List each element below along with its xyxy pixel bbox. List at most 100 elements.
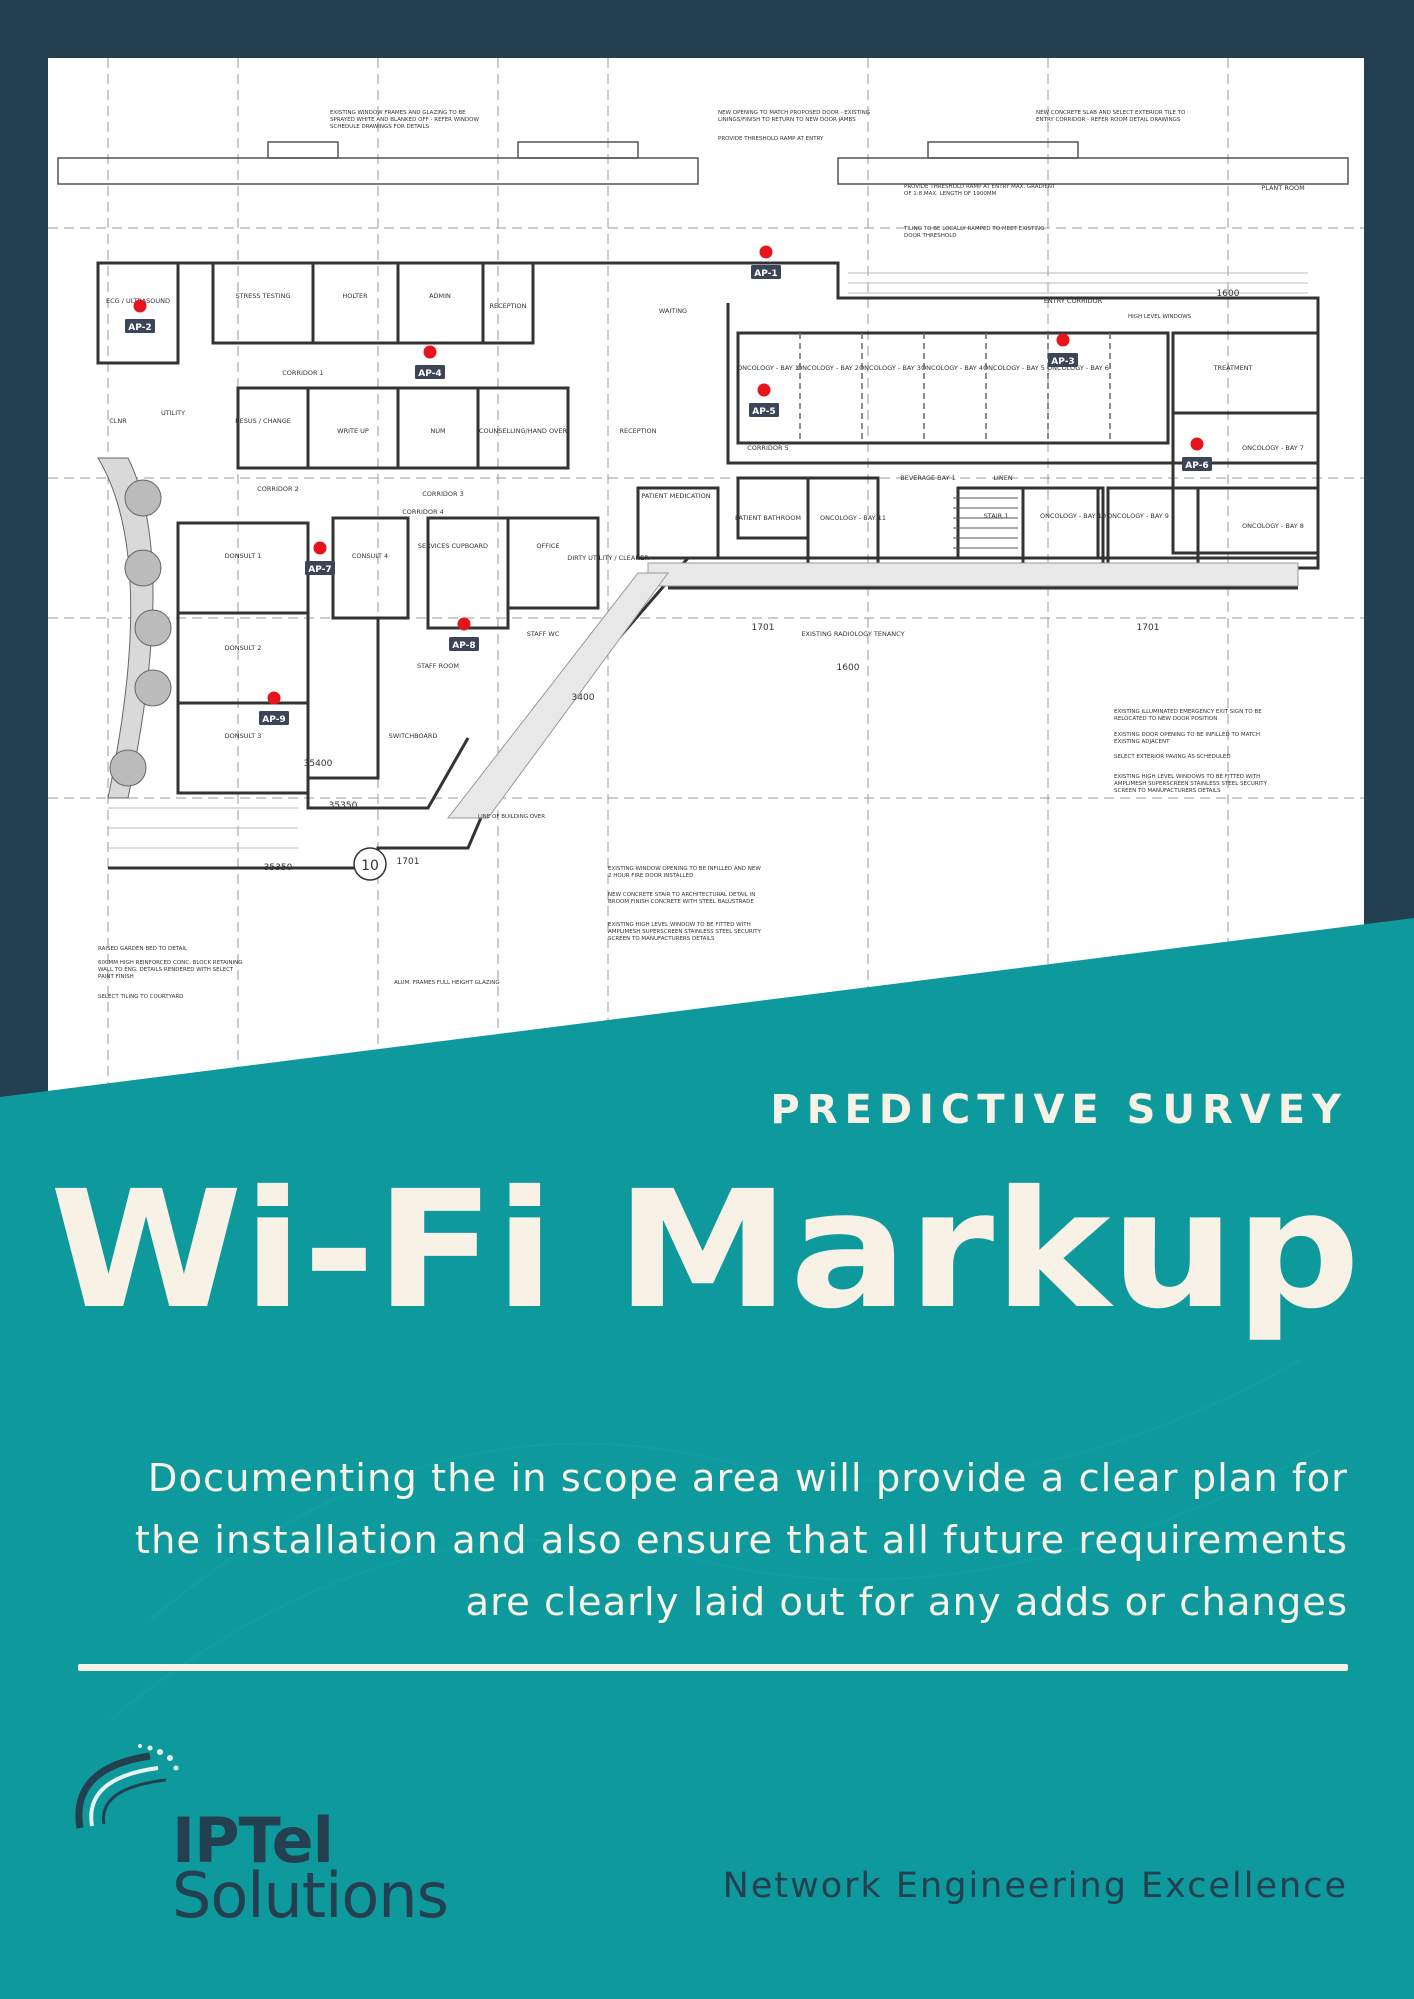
description-line: Documenting the in scope area will provi… <box>147 1456 1348 1501</box>
dimension-label: 1701 <box>752 623 775 633</box>
plan-note: NEW CONCRETE STAIR TO ARCHITECTURAL DETA… <box>608 892 755 905</box>
plan-note: EXISTING HIGH LEVEL WINDOWS TO BE FITTED… <box>1114 774 1268 794</box>
room-label: ONCOLOGY - BAY 4 <box>921 364 983 372</box>
plan-note: EXISTING HIGH LEVEL WINDOW TO BE FITTED … <box>608 922 762 942</box>
room-label: CLNR <box>109 417 127 425</box>
room-label: ENTRY CORRIDOR <box>1044 297 1103 305</box>
plan-note: HIGH LEVEL WINDOWS <box>1128 314 1192 320</box>
room-label: WAITING <box>659 307 687 315</box>
room-label: ONCOLOGY - BAY 2 <box>797 364 859 372</box>
ap-dot <box>133 299 147 313</box>
ap-dot <box>313 541 327 555</box>
ap-dot <box>757 383 771 397</box>
plan-note: EXISTING WINDOW FRAMES AND GLAZING TO BE… <box>330 110 479 130</box>
room-label: ONCOLOGY - BAY 9 <box>1107 512 1169 520</box>
room-label: STAFF WC <box>527 630 560 638</box>
grid-number: 10 <box>361 858 379 874</box>
plan-entry-tiling <box>108 272 1308 849</box>
ap-tag <box>1182 457 1212 471</box>
room-label: BEVERAGE BAY 1 <box>900 474 956 482</box>
room-label: DIRTY UTILITY / CLEANER <box>567 554 649 562</box>
room-label: LINEN <box>993 474 1013 482</box>
plan-note: PROVIDE THRESHOLD RAMP AT ENTRY MAX. GRA… <box>904 184 1056 197</box>
description-paragraph: Documenting the in scope area will provi… <box>50 1448 1348 1634</box>
room-label: ONCOLOGY - BAY 5 <box>983 364 1045 372</box>
room-label: UTILITY <box>161 409 185 417</box>
dimension-label: 35350 <box>264 863 293 873</box>
access-point-marker: AP-6 <box>1182 437 1212 471</box>
room-label: RESUS / CHANGE <box>235 417 291 425</box>
ap-label: AP-5 <box>752 407 775 417</box>
plan-oncology-dividers <box>799 333 1111 443</box>
ap-dot <box>423 345 437 359</box>
dimension-label: 35350 <box>329 801 358 811</box>
plan-note: SELECT TILING TO COURTYARD <box>98 994 183 1000</box>
room-label: SWITCHBOARD <box>389 732 438 740</box>
ap-dot <box>759 245 773 259</box>
room-label: ONCOLOGY - BAY 6 <box>1047 364 1109 372</box>
dimension-label: 1600 <box>1217 289 1240 299</box>
access-point-marker: AP-7 <box>305 541 335 575</box>
ap-tag <box>751 265 781 279</box>
ap-label: AP-7 <box>308 565 331 575</box>
plan-top-windows <box>57 141 1349 185</box>
ap-tag <box>415 365 445 379</box>
room-label: ADMIN <box>429 292 451 300</box>
plan-note: NEW CONCRETE SLAB AND SELECT EXTERIOR TI… <box>1036 110 1186 123</box>
dimension-label: 1600 <box>837 663 860 673</box>
ap-dot <box>267 691 281 705</box>
room-label: NUM <box>430 427 445 435</box>
room-label: ONCOLOGY - BAY 3 <box>859 364 921 372</box>
ap-tag <box>259 711 289 725</box>
room-label: STAFF ROOM <box>417 662 459 670</box>
plan-note: EXISTING WINDOW OPENING TO BE INFILLED A… <box>608 866 761 879</box>
divider-rule <box>78 1664 1348 1671</box>
plan-note: RAISED GARDEN BED TO DETAIL <box>98 946 188 952</box>
room-label: CORRIDOR 5 <box>747 444 788 452</box>
plan-note: EXISTING ILLUMINATED EMERGENCY EXIT SIGN… <box>1114 709 1262 722</box>
room-label: EXISTING RADIOLOGY TENANCY <box>801 630 904 638</box>
room-label: SERVICES CUPBOARD <box>418 542 488 550</box>
plan-note: SELECT EXTERIOR PAVING AS SCHEDULED <box>1114 754 1231 760</box>
room-label: PATIENT MEDICATION <box>641 492 710 500</box>
room-label: CORRIDOR 1 <box>282 369 323 377</box>
logo-swoosh-icon <box>75 1744 179 1829</box>
plan-note: LINE OF BUILDING OVER <box>478 814 545 820</box>
room-label: DONSULT 1 <box>225 552 262 560</box>
room-label: CORRIDOR 4 <box>402 508 443 516</box>
description-line: are clearly laid out for any adds or cha… <box>465 1580 1348 1625</box>
dimension-label: 1701 <box>397 857 420 867</box>
plan-walls <box>96 261 1320 870</box>
plan-grid-lines <box>48 58 1364 1128</box>
room-label: HOLTER <box>342 292 368 300</box>
room-label: ONCOLOGY - BAY 10 <box>1040 512 1106 520</box>
eyebrow-heading: PREDICTIVE SURVEY <box>770 1087 1348 1133</box>
room-label: PLANT ROOM <box>1261 184 1304 192</box>
ap-label: AP-8 <box>452 641 475 651</box>
room-label: CORRIDOR 2 <box>257 485 298 493</box>
room-label: DONSULT 3 <box>225 732 262 740</box>
room-label: STAIR 1 <box>984 512 1009 520</box>
room-label: CONSULT 4 <box>352 552 388 560</box>
access-point-marker: AP-8 <box>449 617 479 651</box>
ap-tag <box>1048 353 1078 367</box>
room-label: ONCOLOGY - BAY 1 <box>737 364 799 372</box>
ap-tag <box>125 319 155 333</box>
plan-grid-bubble: 10 <box>353 847 387 881</box>
plan-note: TILING TO BE LOCALLY RAMPED TO MEET EXIS… <box>903 226 1044 239</box>
access-point-marker: AP-4 <box>415 345 445 379</box>
plan-note: PROVIDE THRESHOLD RAMP AT ENTRY <box>718 136 824 142</box>
room-label: TREATMENT <box>1212 364 1252 372</box>
tagline: Network Engineering Excellence <box>722 1866 1348 1906</box>
ap-label: AP-1 <box>754 269 777 279</box>
ap-tag <box>449 637 479 651</box>
room-label: RECEPTION <box>619 427 656 435</box>
room-label: WRITE UP <box>337 427 369 435</box>
description-line: the installation and also ensure that al… <box>134 1518 1348 1563</box>
access-point-marker: AP-1 <box>751 245 781 279</box>
room-label: PATIENT BATHROOM <box>735 514 801 522</box>
room-label: ONCOLOGY - BAY 7 <box>1242 444 1304 452</box>
plan-note: 600MM HIGH REINFORCED CONC. BLOCK RETAIN… <box>98 960 243 980</box>
room-label: COUNSELLING/HAND OVER <box>479 427 568 435</box>
ap-label: AP-3 <box>1051 357 1074 367</box>
